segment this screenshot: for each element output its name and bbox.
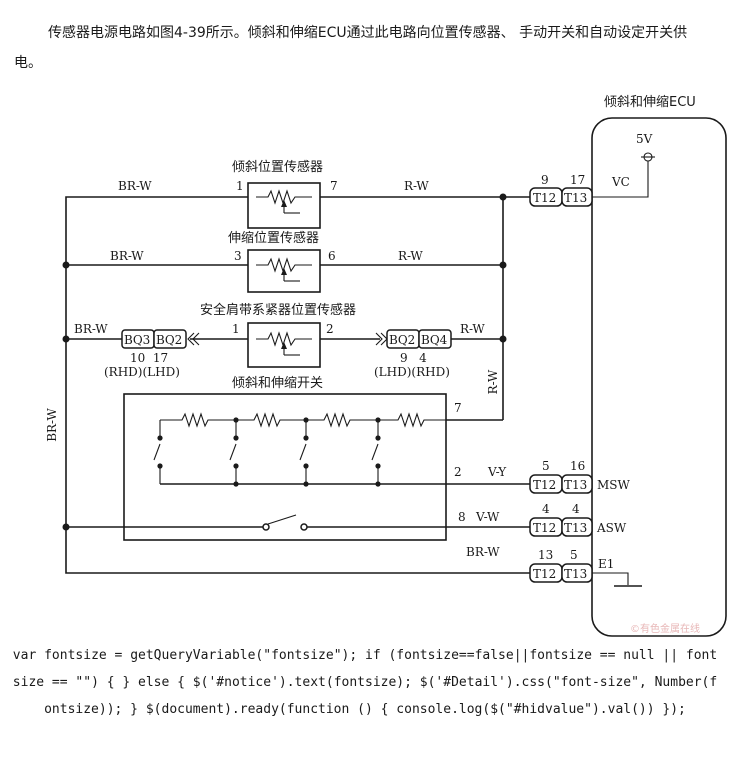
- terminal-asw: ASW: [596, 521, 627, 535]
- connector-bq2-left: [153, 329, 187, 349]
- brw-left-bus: [65, 196, 530, 574]
- svg-text:T12: T12: [533, 521, 556, 535]
- telescopic-sensor-title: 伸缩位置传感器: [228, 230, 319, 246]
- switch-pin-8: 8: [458, 510, 466, 524]
- tilt-sensor-title: 倾斜位置传感器: [232, 159, 323, 175]
- svg-text:T13: T13: [564, 567, 587, 581]
- svg-text:5: 5: [542, 459, 550, 473]
- terminal-vc: VC: [611, 175, 630, 189]
- tilt-pin-right: 7: [330, 179, 338, 193]
- bq-left-variants: (RHD)(LHD): [104, 365, 180, 379]
- svg-text:9: 9: [541, 173, 549, 187]
- tilt-sensor-box: [247, 182, 321, 229]
- belt-brw-label: BR-W: [74, 322, 108, 336]
- svg-text:T12: T12: [533, 191, 556, 205]
- e1-brw-label: BR-W: [466, 545, 500, 559]
- svg-text:4: 4: [572, 502, 580, 516]
- brw-vertical-label: BR-W: [45, 408, 59, 442]
- svg-text:BQ2: BQ2: [156, 333, 182, 347]
- telescopic-pin-right: 6: [328, 249, 336, 263]
- tilt-rw-label: R-W: [404, 179, 429, 193]
- sensor-power-circuit-diagram: 倾斜和伸缩ECU 5V VC BR-W R-W 倾斜位置传感器 1 7 BR-W…: [45, 94, 727, 637]
- switch-contacts: [153, 420, 379, 484]
- e1-ground-wire: [592, 572, 629, 585]
- svg-text:T13: T13: [564, 478, 587, 492]
- bq-left-pins: 10 17: [130, 351, 168, 365]
- belt-sensor-box: [247, 322, 321, 368]
- rw-vertical-label: R-W: [486, 369, 500, 394]
- vy-wire-label: V-Y: [487, 465, 507, 479]
- belt-pin-right: 2: [326, 322, 334, 336]
- telescopic-sensor-box: [247, 249, 321, 293]
- svg-text:BQ2: BQ2: [389, 333, 415, 347]
- switch-resistor-ladder: [160, 412, 446, 428]
- svg-text:T12: T12: [533, 567, 556, 581]
- belt-pin-left: 1: [232, 322, 240, 336]
- intro-paragraph: 传感器电源电路如图4-39所示。倾斜和伸缩ECU通过此电路向位置传感器、 手动开…: [14, 25, 688, 71]
- svg-text:16: 16: [570, 459, 585, 473]
- bq-right-variants: (LHD)(RHD): [374, 365, 450, 379]
- svg-text:T12: T12: [533, 478, 556, 492]
- belt-sensor-title: 安全肩带系紧器位置传感器: [200, 302, 356, 318]
- terminal-e1: E1: [598, 557, 614, 571]
- belt-rw-label: R-W: [460, 322, 485, 336]
- connector-arrow-left-icon: [187, 332, 195, 346]
- svg-text:5: 5: [570, 548, 578, 562]
- telescopic-pin-left: 3: [234, 249, 242, 263]
- ecu-box: [591, 117, 727, 637]
- svg-text:4: 4: [542, 502, 550, 516]
- ecu-connector-e1: T12 T13 13 5: [529, 548, 593, 583]
- switch-title: 倾斜和伸缩开关: [232, 375, 323, 391]
- ecu-connector-msw: T12 T13 5 16: [529, 459, 593, 494]
- supply-voltage-label: 5V: [636, 132, 653, 146]
- auto-set-switch-icon: [267, 514, 297, 525]
- svg-text:BQ4: BQ4: [421, 333, 448, 347]
- telescopic-rw-label: R-W: [398, 249, 423, 263]
- terminal-msw: MSW: [597, 478, 631, 492]
- svg-text:13: 13: [538, 548, 553, 562]
- tilt-brw-label: BR-W: [118, 179, 152, 193]
- vw-wire-label: V-W: [475, 510, 500, 524]
- watermark: ©有色金属在线: [630, 624, 700, 635]
- svg-text:T13: T13: [564, 521, 587, 535]
- switch-pin-7: 7: [454, 401, 462, 415]
- connector-arrow-right-icon: [375, 332, 383, 346]
- vc-internal-wire: [592, 161, 649, 198]
- switch-box: [123, 393, 447, 541]
- switch-pin-2: 2: [454, 465, 462, 479]
- svg-text:BQ3: BQ3: [124, 333, 150, 347]
- code-snippet: var fontsize = getQueryVariable("fontsiz…: [12, 648, 718, 717]
- ecu-connector-asw: T12 T13 4 4: [529, 502, 593, 537]
- connector-bq4: [418, 329, 452, 349]
- bq-right-pins: 9 4: [400, 351, 427, 365]
- svg-text:17: 17: [570, 173, 585, 187]
- tilt-pin-left: 1: [236, 179, 244, 193]
- telescopic-brw-label: BR-W: [110, 249, 144, 263]
- ecu-connector-vc: T12 T13 9 17: [529, 173, 593, 207]
- ecu-title: 倾斜和伸缩ECU: [604, 94, 696, 110]
- svg-text:T13: T13: [564, 191, 587, 205]
